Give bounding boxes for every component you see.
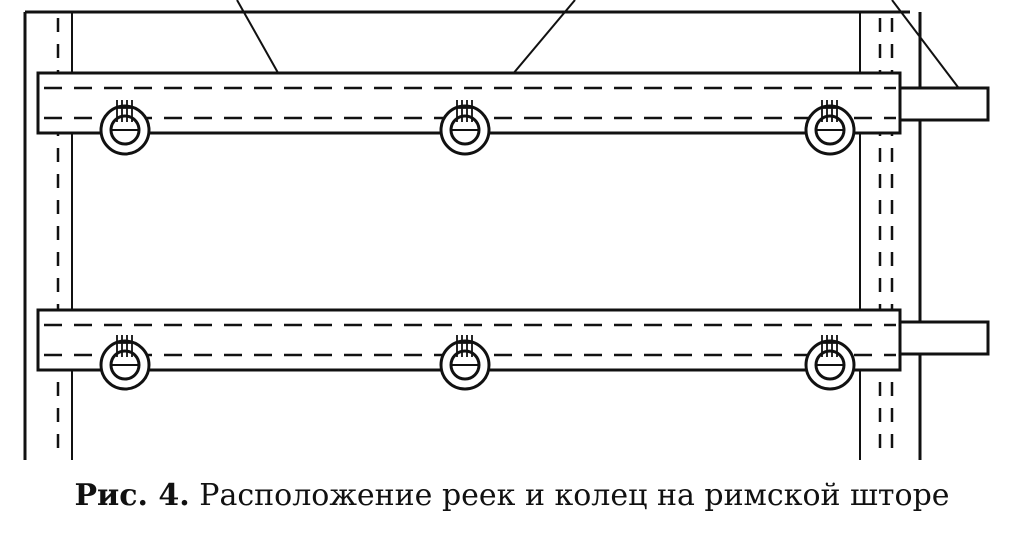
- ring: [99, 335, 151, 391]
- ring: [439, 335, 491, 391]
- slat-rod-end: [898, 86, 990, 122]
- roman-blind-diagram: [23, 0, 990, 460]
- ring: [804, 335, 856, 391]
- ring: [99, 100, 151, 156]
- figure-title: Расположение реек и колец на римской што…: [199, 478, 950, 513]
- ring: [804, 100, 856, 156]
- slat-rod-end: [898, 320, 990, 356]
- figure-number: Рис. 4.: [74, 478, 190, 513]
- side-hem-seams: [56, 18, 894, 460]
- figure-caption: Рис. 4. Расположение реек и колец на рим…: [0, 478, 1024, 528]
- ring: [439, 100, 491, 156]
